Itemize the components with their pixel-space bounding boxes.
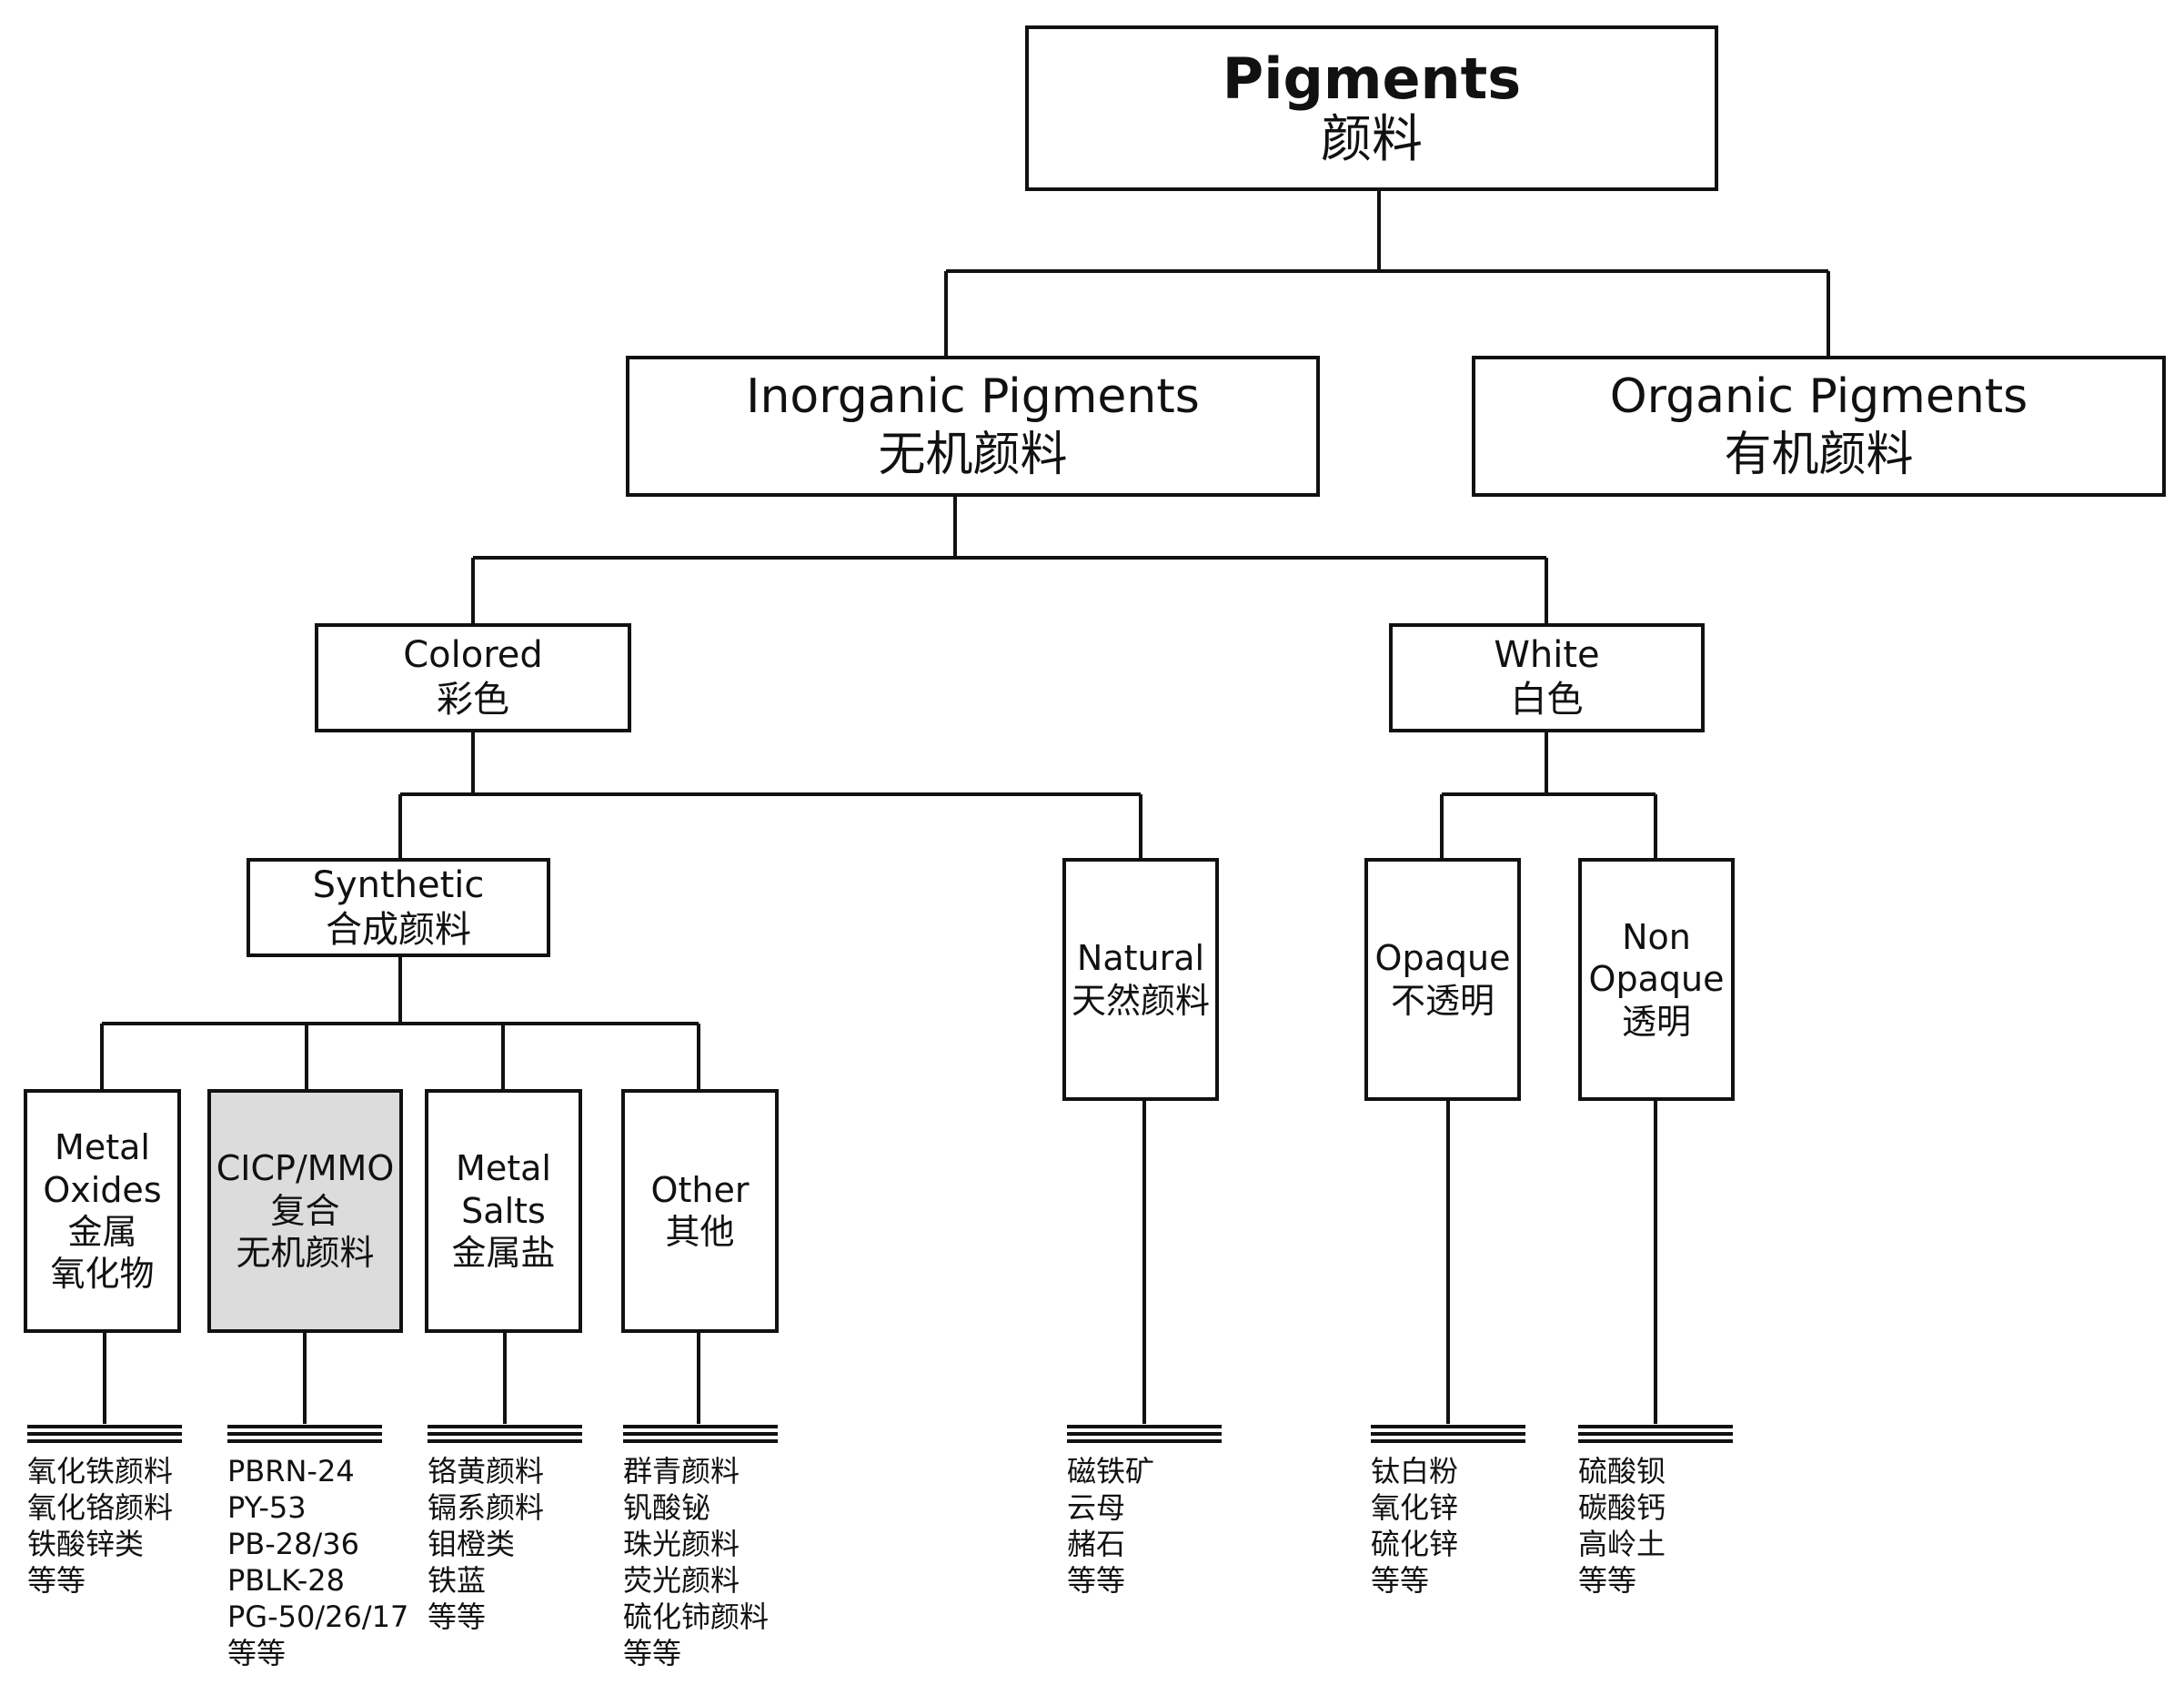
example-item: PBLK-28 [227,1563,345,1598]
node-white: White 白色 [1389,623,1705,732]
node-metal-salts-zh: 金属盐 [451,1233,556,1274]
example-item: 云母 [1067,1490,1126,1525]
example-item: 碳酸钙 [1578,1490,1666,1525]
node-cicp-mmo-zh: 复合 无机颜料 [236,1190,375,1274]
example-item: 等等 [1371,1563,1430,1598]
node-cicp-mmo: CICP/MMO 复合 无机颜料 [207,1089,403,1333]
example-item: 群青颜料 [623,1454,740,1488]
node-other-zh: 其他 [665,1212,735,1252]
example-item: 高岭土 [1578,1527,1666,1561]
example-item: PBRN-24 [227,1454,355,1488]
example-item: 等等 [1067,1563,1126,1598]
node-other-en: Other [650,1169,750,1210]
example-item: 氧化铬颜料 [27,1490,174,1525]
node-cicp-mmo-en: CICP/MMO [216,1148,395,1189]
example-item: 等等 [27,1563,86,1598]
example-item: 硫酸钡 [1578,1454,1666,1488]
example-item: 氧化铁颜料 [27,1454,174,1488]
example-item: 等等 [623,1636,682,1670]
example-item: 钒酸铋 [623,1490,711,1525]
node-inorganic-pigments: Inorganic Pigments 无机颜料 [626,356,1320,497]
examples-cicp-mmo: PBRN-24 PY-53 PB-28/36 PBLK-28 PG-50/26/… [227,1453,408,1671]
node-non-opaque: Non Opaque 透明 [1578,858,1735,1101]
node-natural-zh: 天然颜料 [1071,980,1210,1021]
node-organic-en: Organic Pigments [1609,369,2028,425]
node-non-opaque-zh: 透明 [1621,1001,1691,1042]
example-item: 硫化锌 [1371,1527,1459,1561]
node-synthetic: Synthetic 合成颜料 [247,858,550,957]
node-synthetic-en: Synthetic [312,863,485,906]
node-white-zh: 白色 [1510,679,1584,721]
example-item: 硫化铈颜料 [623,1599,770,1634]
example-item: 铁蓝 [428,1563,487,1598]
node-colored: Colored 彩色 [315,623,631,732]
node-pigments-zh: 颜料 [1321,110,1423,170]
node-inorganic-en: Inorganic Pigments [746,369,1200,425]
node-natural: Natural 天然颜料 [1062,858,1219,1101]
node-organic-pigments: Organic Pigments 有机颜料 [1472,356,2166,497]
node-opaque-en: Opaque [1374,938,1511,979]
example-item: 赭石 [1067,1527,1126,1561]
node-opaque-zh: 不透明 [1390,980,1495,1021]
example-item: 珠光颜料 [623,1527,740,1561]
node-colored-en: Colored [403,634,543,677]
example-item: 钼橙类 [428,1527,516,1561]
example-item: 镉系颜料 [428,1490,545,1525]
example-item: 铁酸锌类 [27,1527,145,1561]
examples-natural: 磁铁矿 云母 赭石 等等 [1067,1453,1154,1599]
example-item: 钛白粉 [1371,1454,1459,1488]
examples-non-opaque: 硫酸钡 碳酸钙 高岭土 等等 [1578,1453,1666,1599]
example-item: PG-50/26/17 [227,1599,409,1634]
examples-metal-oxides: 氧化铁颜料 氧化铬颜料 铁酸锌类 等等 [27,1453,173,1599]
examples-metal-salts: 铬黄颜料 镉系颜料 钼橙类 铁蓝 等等 [428,1453,544,1635]
example-item: 等等 [1578,1563,1637,1598]
example-item: 铬黄颜料 [428,1454,545,1488]
example-item: 等等 [227,1636,287,1670]
example-item: 氧化锌 [1371,1490,1459,1525]
node-metal-oxides-en: Metal Oxides [43,1127,162,1210]
node-synthetic-zh: 合成颜料 [326,908,471,951]
node-colored-zh: 彩色 [437,679,509,721]
example-item: 荧光颜料 [623,1563,740,1598]
example-item: PB-28/36 [227,1527,360,1561]
node-pigments-en: Pigments [1222,45,1522,113]
node-metal-salts-en: Metal Salts [456,1148,551,1231]
node-white-en: White [1494,634,1600,677]
node-opaque: Opaque 不透明 [1364,858,1521,1101]
example-item: 磁铁矿 [1067,1454,1155,1488]
node-inorganic-zh: 无机颜料 [878,427,1068,482]
node-non-opaque-en: Non Opaque [1588,916,1725,1000]
examples-other: 群青颜料 钒酸铋 珠光颜料 荧光颜料 硫化铈颜料 等等 [623,1453,769,1671]
node-metal-oxides: Metal Oxides 金属 氧化物 [24,1089,181,1333]
node-metal-salts: Metal Salts 金属盐 [425,1089,582,1333]
example-item: 等等 [428,1599,487,1634]
node-other: Other 其他 [621,1089,779,1333]
node-metal-oxides-zh: 金属 氧化物 [50,1212,155,1295]
node-pigments: Pigments 颜料 [1025,25,1718,191]
example-item: PY-53 [227,1490,307,1525]
node-natural-en: Natural [1076,938,1205,979]
examples-opaque: 钛白粉 氧化锌 硫化锌 等等 [1371,1453,1458,1599]
node-organic-zh: 有机颜料 [1724,427,1914,482]
